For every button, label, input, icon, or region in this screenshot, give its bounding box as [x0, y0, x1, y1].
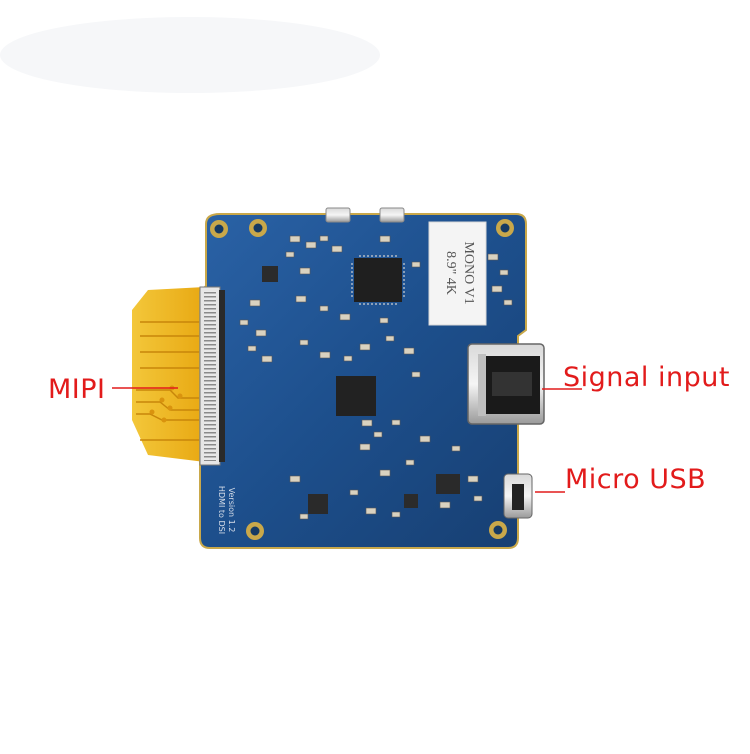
signal-input-label: Signal input [563, 362, 730, 393]
ics [262, 255, 460, 514]
silkscreen-text-2: Version 1.2 [227, 488, 236, 533]
mounting-holes [210, 219, 514, 540]
hdmi-port [467, 343, 545, 425]
zif-connector [199, 286, 225, 466]
smd-components [239, 235, 513, 520]
model-sticker: 8.9" 4K MONO V1 [428, 221, 487, 326]
micro-usb-label: Micro USB [565, 464, 707, 495]
micro-usb-port [503, 473, 533, 519]
silkscreen-text-1: HDMI to DSI [217, 486, 226, 534]
table-reflection [0, 17, 380, 93]
mipi-label: MIPI [48, 374, 106, 405]
sticker-text-2: MONO V1 [461, 241, 476, 304]
tactile-buttons [325, 207, 405, 223]
sticker-text-1: 8.9" 4K [443, 251, 458, 295]
mipi-flex-cable [132, 287, 205, 462]
annotation-leaders [112, 387, 582, 493]
